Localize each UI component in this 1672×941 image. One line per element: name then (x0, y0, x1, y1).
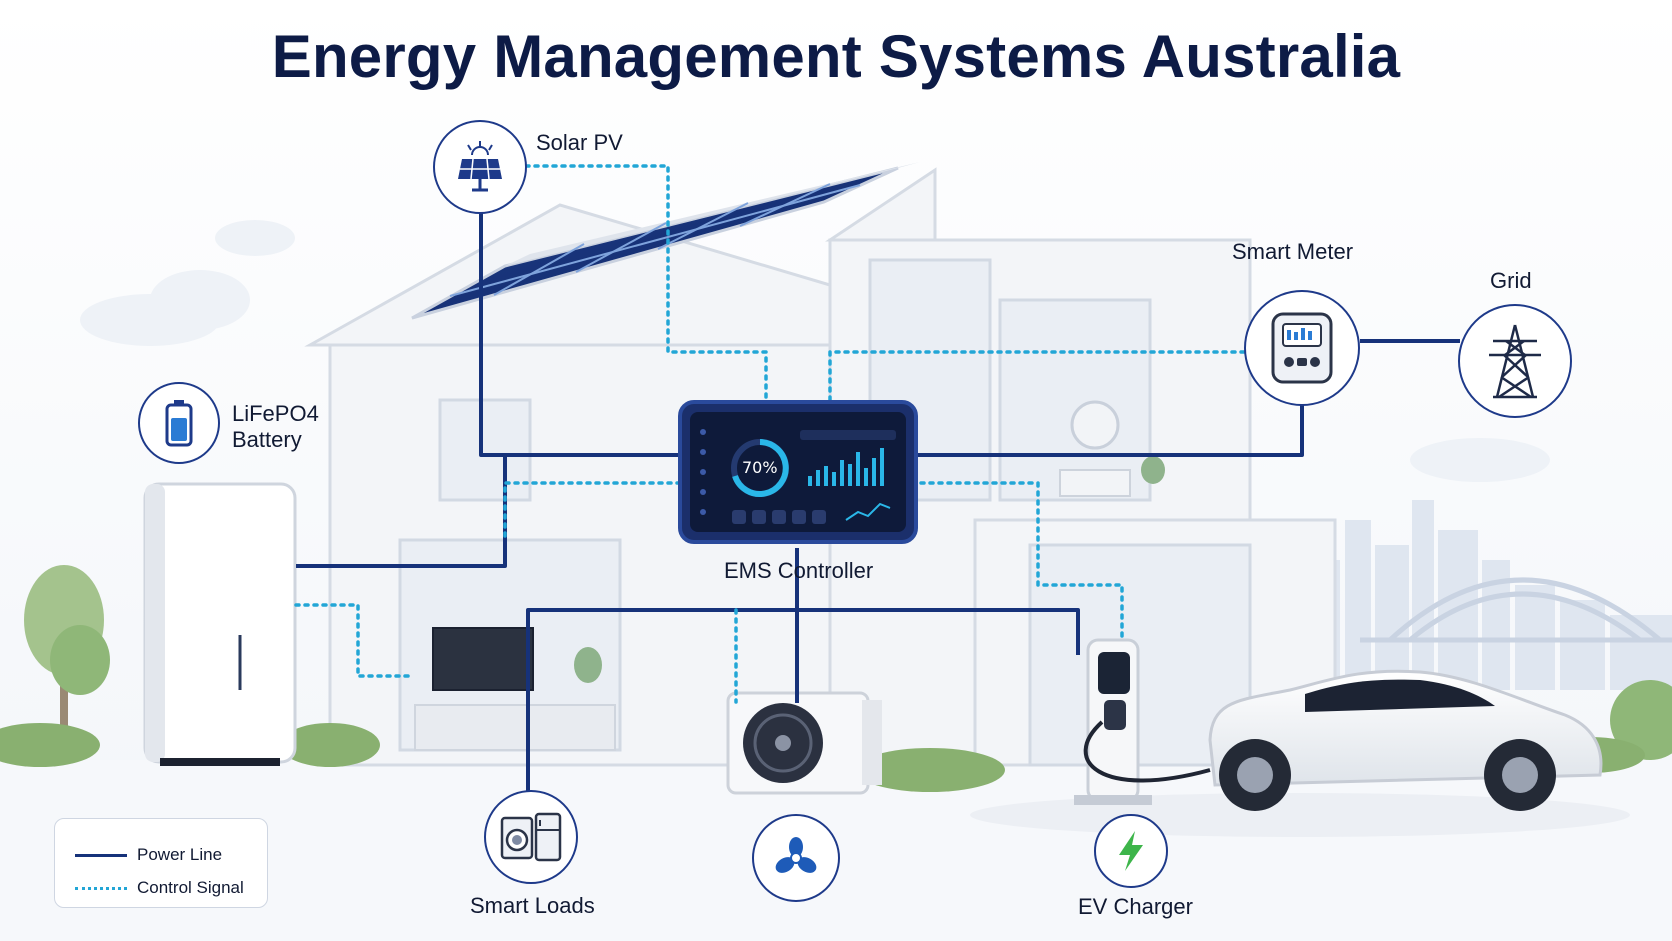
solar-pv-icon-circle (433, 120, 527, 214)
page-title: Energy Management Systems Australia (271, 23, 1401, 90)
tv-cabinet (414, 704, 616, 751)
battery-unit (143, 482, 297, 766)
ems-controller-device (678, 400, 918, 544)
smart-meter-label: Smart Meter (1232, 239, 1354, 264)
grid-label: Grid (1490, 268, 1532, 293)
fan-icon (775, 837, 817, 873)
control-signal-lines (294, 164, 1246, 704)
legend-power-line-label: Power Line (137, 845, 223, 864)
lightning-bolt-icon (1119, 831, 1143, 871)
solar-panel-icon (458, 141, 502, 192)
power-lines (296, 210, 1460, 825)
battery-icon (165, 400, 193, 447)
solar-pv-label: Solar PV (536, 130, 623, 155)
smart-loads-icon-circle (484, 790, 578, 884)
solar-panels (411, 162, 920, 320)
ev-charger-label: EV Charger (1078, 894, 1193, 919)
legend-power-line: Power Line (75, 843, 222, 867)
television (432, 627, 534, 691)
battery-icon-circle (138, 382, 220, 464)
ems-screen-percent: 70% (742, 458, 778, 477)
ems-controller-label: EMS Controller (724, 558, 874, 583)
legend-control-signal-swatch (75, 886, 127, 890)
ev-charger-icon-circle (1094, 814, 1168, 888)
air-conditioner (726, 691, 882, 795)
battery-label-line1: LiFePO4 (232, 401, 319, 426)
trees (24, 565, 1672, 760)
battery-label-line2: Battery (232, 427, 302, 452)
legend-control-signal: Control Signal (75, 876, 244, 900)
legend-power-line-swatch (75, 853, 127, 857)
indoor-plants (574, 456, 1165, 683)
hvac-icon-circle (752, 814, 840, 902)
appliances-icon (500, 812, 562, 862)
grid-icon-circle (1458, 304, 1572, 418)
smart-meter-icon-circle (1244, 290, 1360, 406)
legend-control-signal-label: Control Signal (137, 878, 244, 897)
bathroom-mirror (1070, 400, 1120, 450)
bathroom-sink (1059, 469, 1131, 497)
electric-car (1208, 669, 1603, 811)
smart-loads-label: Smart Loads (470, 893, 595, 918)
legend: Power Line Control Signal (54, 818, 268, 908)
harbour-bridge (1360, 577, 1672, 643)
smart-meter-icon (1271, 312, 1333, 384)
clouds (80, 220, 1550, 482)
transmission-tower-icon (1489, 324, 1541, 399)
ev-charger-unit (1074, 638, 1211, 805)
